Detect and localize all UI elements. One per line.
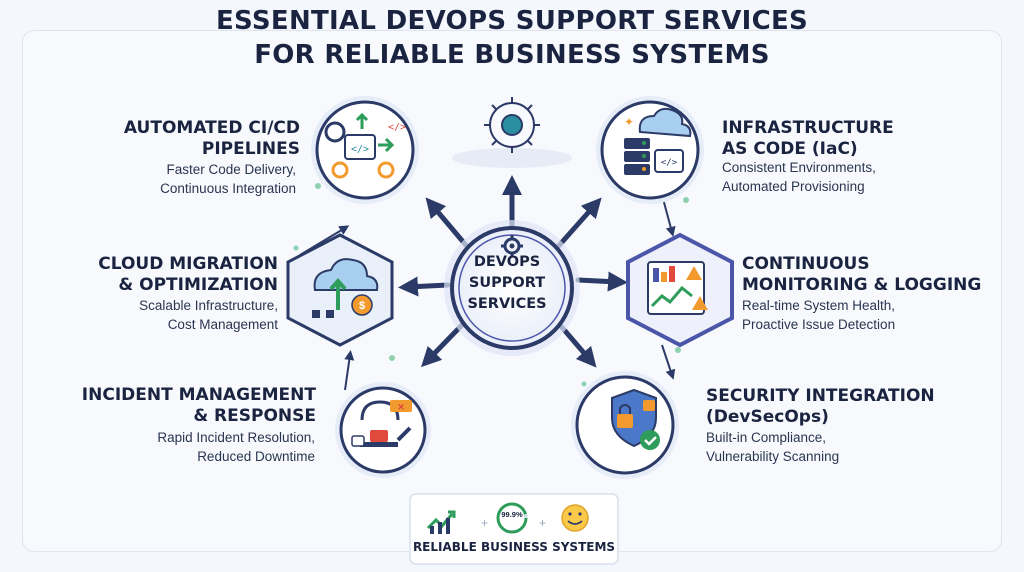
bottom-panel: + + [409, 493, 619, 565]
growth-chart-icon [426, 510, 456, 534]
smiley-icon [561, 504, 589, 532]
cloud-migration-icon: $ [312, 258, 379, 318]
incident-node: ✕ [335, 382, 431, 478]
cloud-title: CLOUD MIGRATION & OPTIMIZATION [60, 254, 278, 296]
title-line-1: ESSENTIAL DEVOPS SUPPORT SERVICES [215, 6, 809, 36]
cloud-desc-line-1: Scalable Infrastructure, [139, 298, 278, 313]
incident-desc-line-1: Rapid Incident Resolution, [157, 430, 315, 445]
infrastructure-code-icon: </> ✦ [624, 107, 692, 175]
bottom-label: RELIABLE BUSINESS SYSTEMS [412, 540, 616, 554]
center-label: DEVOPS SUPPORT SERVICES [440, 252, 574, 315]
iac-node: </> ✦ [596, 96, 704, 204]
cloud-node: $ [286, 233, 394, 347]
cicd-desc-line-1: Faster Code Delivery, [166, 162, 296, 177]
svg-text:</>: </> [661, 158, 678, 168]
incident-response-icon: ✕ [351, 400, 412, 447]
security-desc-line-1: Built-in Compliance, [706, 430, 827, 445]
monitoring-desc-line-2: Proactive Issue Detection [742, 317, 896, 332]
svg-text:✕: ✕ [397, 402, 405, 412]
cloud-title-line-2: & OPTIMIZATION [118, 275, 278, 295]
cloud-desc-line-2: Cost Management [167, 317, 278, 332]
incident-description: Rapid Incident Resolution, Reduced Downt… [60, 428, 315, 466]
monitoring-title: CONTINUOUS MONITORING & LOGGING [742, 254, 982, 296]
incident-title-line-1: INCIDENT MANAGEMENT [81, 385, 316, 405]
incident-title: INCIDENT MANAGEMENT & RESPONSE [60, 385, 316, 427]
security-shield-icon [611, 388, 660, 450]
iac-title: INFRASTRUCTURE AS CODE (IaC) [722, 118, 942, 160]
svg-text:+: + [539, 516, 546, 530]
security-title-line-1: SECURITY INTEGRATION [706, 386, 935, 406]
monitoring-title-line-1: CONTINUOUS [742, 254, 870, 274]
cloud-title-line-1: CLOUD MIGRATION [98, 254, 278, 274]
monitoring-title-line-2: MONITORING & LOGGING [742, 275, 982, 295]
incident-title-line-2: & RESPONSE [193, 406, 316, 426]
security-title-line-2: (DevSecOps) [706, 407, 829, 427]
monitoring-desc-line-1: Real-time System Health, [742, 298, 896, 313]
title-line-2: FOR RELIABLE BUSINESS SYSTEMS [254, 40, 770, 70]
center-label-line-2: SUPPORT [468, 275, 546, 291]
security-description: Built-in Compliance, Vulnerability Scann… [706, 428, 926, 466]
cicd-desc-line-2: Continuous Integration [160, 181, 296, 196]
security-node [571, 371, 679, 479]
cicd-title: AUTOMATED CI/CD PIPELINES [100, 118, 300, 160]
monitoring-description: Real-time System Health, Proactive Issue… [742, 296, 962, 334]
iac-desc-line-2: Automated Provisioning [722, 179, 865, 194]
security-title: SECURITY INTEGRATION (DevSecOps) [706, 386, 946, 428]
cicd-title-line-2: PIPELINES [201, 139, 300, 159]
monitoring-node [626, 232, 734, 348]
iac-title-line-1: INFRASTRUCTURE [722, 118, 894, 138]
incident-desc-line-2: Reduced Downtime [197, 449, 315, 464]
iac-desc-line-1: Consistent Environments, [722, 160, 876, 175]
svg-text:✦: ✦ [624, 115, 634, 129]
decorative-dots [293, 183, 689, 387]
uptime-percentage: 99.9% [501, 510, 523, 519]
cicd-node: </> </> [311, 96, 419, 204]
center-label-line-3: SERVICES [467, 296, 547, 312]
iac-title-line-2: AS CODE (IaC) [722, 139, 858, 159]
cicd-pipeline-icon: </> </> [324, 112, 406, 179]
monitoring-dashboard-icon [647, 261, 708, 315]
top-hub-node [452, 97, 572, 168]
iac-description: Consistent Environments, Automated Provi… [722, 158, 942, 196]
svg-text:$: $ [359, 300, 365, 312]
gear-icon [501, 235, 523, 257]
cicd-title-line-1: AUTOMATED CI/CD [123, 118, 300, 138]
svg-text:</>: </> [351, 144, 369, 155]
svg-text:+: + [481, 516, 488, 530]
svg-text:</>: </> [388, 122, 406, 133]
center-node [444, 220, 580, 356]
uptime-gauge-icon [496, 502, 528, 534]
cloud-description: Scalable Infrastructure, Cost Management [60, 296, 278, 334]
cicd-description: Faster Code Delivery, Continuous Integra… [100, 160, 296, 198]
center-label-line-1: DEVOPS [473, 254, 541, 270]
security-desc-line-2: Vulnerability Scanning [706, 449, 840, 464]
